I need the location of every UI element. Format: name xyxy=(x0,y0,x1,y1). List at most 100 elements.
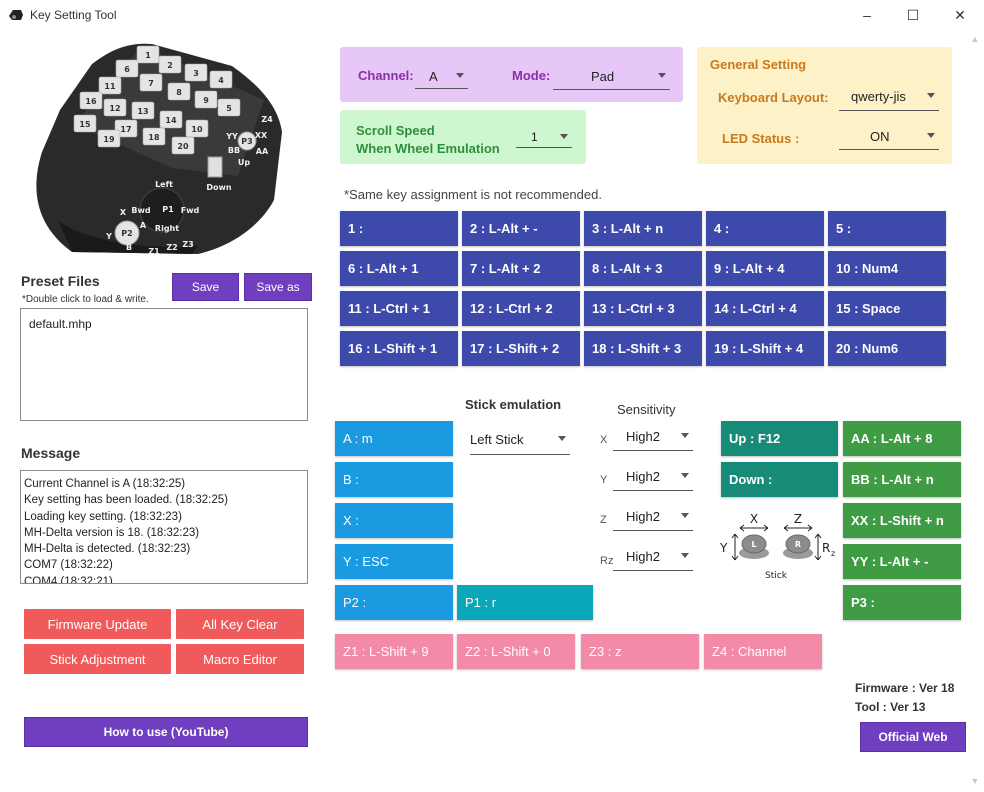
save-button[interactable]: Save xyxy=(172,273,239,301)
scroll-speed-label: Scroll Speed When Wheel Emulation xyxy=(356,122,500,158)
key-8-button[interactable]: 8 : L-Alt + 3 xyxy=(584,251,702,286)
key-18-button[interactable]: 18 : L-Shift + 3 xyxy=(584,331,702,366)
preset-file-item[interactable]: default.mhp xyxy=(29,317,92,331)
message-log[interactable]: Current Channel is A (18:32:25) Key sett… xyxy=(20,470,308,584)
device-key-2: 2 xyxy=(167,61,173,70)
stick-emulation-dropdown[interactable]: Left Stick xyxy=(470,432,570,455)
key-z2-button[interactable]: Z2 : L-Shift + 0 xyxy=(457,634,575,669)
sensitivity-rz-dropdown[interactable]: High2 xyxy=(613,549,693,571)
device-label-z1: Z1 xyxy=(148,247,160,256)
key-z3-button[interactable]: Z3 : z xyxy=(581,634,699,669)
device-key-17: 17 xyxy=(120,125,131,134)
key-xx-button[interactable]: XX : L-Shift + n xyxy=(843,503,961,538)
key-16-button[interactable]: 16 : L-Shift + 1 xyxy=(340,331,458,366)
stick-diagram-caption: Stick xyxy=(765,571,788,581)
close-button[interactable]: ✕ xyxy=(954,6,966,23)
firmware-version: Firmware : Ver 18 xyxy=(855,681,955,695)
key-y-button[interactable]: Y : ESC xyxy=(335,544,453,579)
key-6-button[interactable]: 6 : L-Alt + 1 xyxy=(340,251,458,286)
stick-adjustment-button[interactable]: Stick Adjustment xyxy=(24,644,171,674)
key-p3-button[interactable]: P3 : xyxy=(843,585,961,620)
stick-diagram-y-label: Y xyxy=(719,541,728,555)
how-to-use-button[interactable]: How to use (YouTube) xyxy=(24,717,308,747)
official-web-button[interactable]: Official Web xyxy=(860,722,966,752)
key-down-button[interactable]: Down : xyxy=(721,462,838,497)
minimize-button[interactable]: – xyxy=(863,7,871,23)
key-15-button[interactable]: 15 : Space xyxy=(828,291,946,326)
key-a-button[interactable]: A : m xyxy=(335,421,453,456)
key-up-button[interactable]: Up : F12 xyxy=(721,421,838,456)
message-line: MH-Delta version is 18. (18:32:23) xyxy=(24,526,200,539)
key-b-button[interactable]: B : xyxy=(335,462,453,497)
device-key-14: 14 xyxy=(165,116,177,125)
key-bb-button[interactable]: BB : L-Alt + n xyxy=(843,462,961,497)
key-aa-button[interactable]: AA : L-Alt + 8 xyxy=(843,421,961,456)
sensitivity-x-dropdown[interactable]: High2 xyxy=(613,429,693,451)
device-label-xx: XX xyxy=(255,131,268,140)
device-key-8: 8 xyxy=(176,88,182,97)
device-key-11: 11 xyxy=(104,82,116,91)
sensitivity-z-dropdown[interactable]: High2 xyxy=(613,509,693,531)
sensitivity-y-dropdown[interactable]: High2 xyxy=(613,469,693,491)
key-x-button[interactable]: X : xyxy=(335,503,453,538)
key-20-button[interactable]: 20 : Num6 xyxy=(828,331,946,366)
key-19-button[interactable]: 19 : L-Shift + 4 xyxy=(706,331,824,366)
key-17-button[interactable]: 17 : L-Shift + 2 xyxy=(462,331,580,366)
general-setting-title: General Setting xyxy=(710,57,807,72)
axis-y-label: Y xyxy=(600,474,608,486)
key-p2-button[interactable]: P2 : xyxy=(335,585,453,620)
key-14-button[interactable]: 14 : L-Ctrl + 4 xyxy=(706,291,824,326)
scroll-up-arrow-icon[interactable]: ▲ xyxy=(970,34,980,44)
sensitivity-label: Sensitivity xyxy=(617,402,676,417)
key-13-button[interactable]: 13 : L-Ctrl + 3 xyxy=(584,291,702,326)
key-11-button[interactable]: 11 : L-Ctrl + 1 xyxy=(340,291,458,326)
axis-rz-label: Rz xyxy=(600,555,614,567)
channel-label: Channel: xyxy=(358,68,414,83)
window-title: Key Setting Tool xyxy=(30,8,117,22)
led-status-dropdown[interactable]: ON xyxy=(839,129,939,150)
key-9-button[interactable]: 9 : L-Alt + 4 xyxy=(706,251,824,286)
firmware-update-button[interactable]: Firmware Update xyxy=(24,609,171,639)
chevron-down-icon xyxy=(681,473,689,478)
device-label-b: B xyxy=(126,243,132,252)
chevron-down-icon xyxy=(681,513,689,518)
axis-z-label: Z xyxy=(600,514,607,526)
scroll-down-arrow-icon[interactable]: ▼ xyxy=(970,776,980,786)
mode-dropdown[interactable]: Pad xyxy=(553,69,670,90)
preset-files-label: Preset Files xyxy=(21,273,100,289)
key-1-button[interactable]: 1 : xyxy=(340,211,458,246)
device-label-a: A xyxy=(140,221,147,230)
message-line: COM7 (18:32:22) xyxy=(24,559,113,572)
device-key-3: 3 xyxy=(193,69,199,78)
vertical-scrollbar[interactable]: ▲ ▼ xyxy=(966,30,984,792)
device-key-4: 4 xyxy=(218,76,224,85)
keyboard-layout-dropdown[interactable]: qwerty-jis xyxy=(839,89,939,111)
key-p1-button[interactable]: P1 : r xyxy=(457,585,593,620)
key-z1-button[interactable]: Z1 : L-Shift + 9 xyxy=(335,634,453,669)
device-key-20: 20 xyxy=(177,142,189,151)
message-label: Message xyxy=(21,445,81,461)
key-7-button[interactable]: 7 : L-Alt + 2 xyxy=(462,251,580,286)
save-as-button[interactable]: Save as xyxy=(244,273,312,301)
key-12-button[interactable]: 12 : L-Ctrl + 2 xyxy=(462,291,580,326)
key-4-button[interactable]: 4 : xyxy=(706,211,824,246)
scroll-speed-dropdown[interactable]: 1 xyxy=(516,130,572,148)
preset-files-note: *Double click to load & write. xyxy=(22,294,149,305)
device-key-7: 7 xyxy=(148,79,154,88)
channel-dropdown[interactable]: A xyxy=(415,69,468,89)
preset-files-list[interactable]: default.mhp xyxy=(20,308,308,421)
message-line: Key setting has been loaded. (18:32:25) xyxy=(24,494,228,507)
key-3-button[interactable]: 3 : L-Alt + n xyxy=(584,211,702,246)
all-key-clear-button[interactable]: All Key Clear xyxy=(176,609,304,639)
key-z4-button[interactable]: Z4 : Channel xyxy=(704,634,822,669)
title-bar: Key Setting Tool – ☐ ✕ xyxy=(0,0,984,30)
key-10-button[interactable]: 10 : Num4 xyxy=(828,251,946,286)
chevron-down-icon xyxy=(681,553,689,558)
key-2-button[interactable]: 2 : L-Alt + - xyxy=(462,211,580,246)
scroll-speed-label-line1: Scroll Speed xyxy=(356,123,435,138)
key-5-button[interactable]: 5 : xyxy=(828,211,946,246)
maximize-button[interactable]: ☐ xyxy=(906,6,920,23)
sensitivity-y-value: High2 xyxy=(626,469,660,484)
macro-editor-button[interactable]: Macro Editor xyxy=(176,644,304,674)
key-yy-button[interactable]: YY : L-Alt + - xyxy=(843,544,961,579)
